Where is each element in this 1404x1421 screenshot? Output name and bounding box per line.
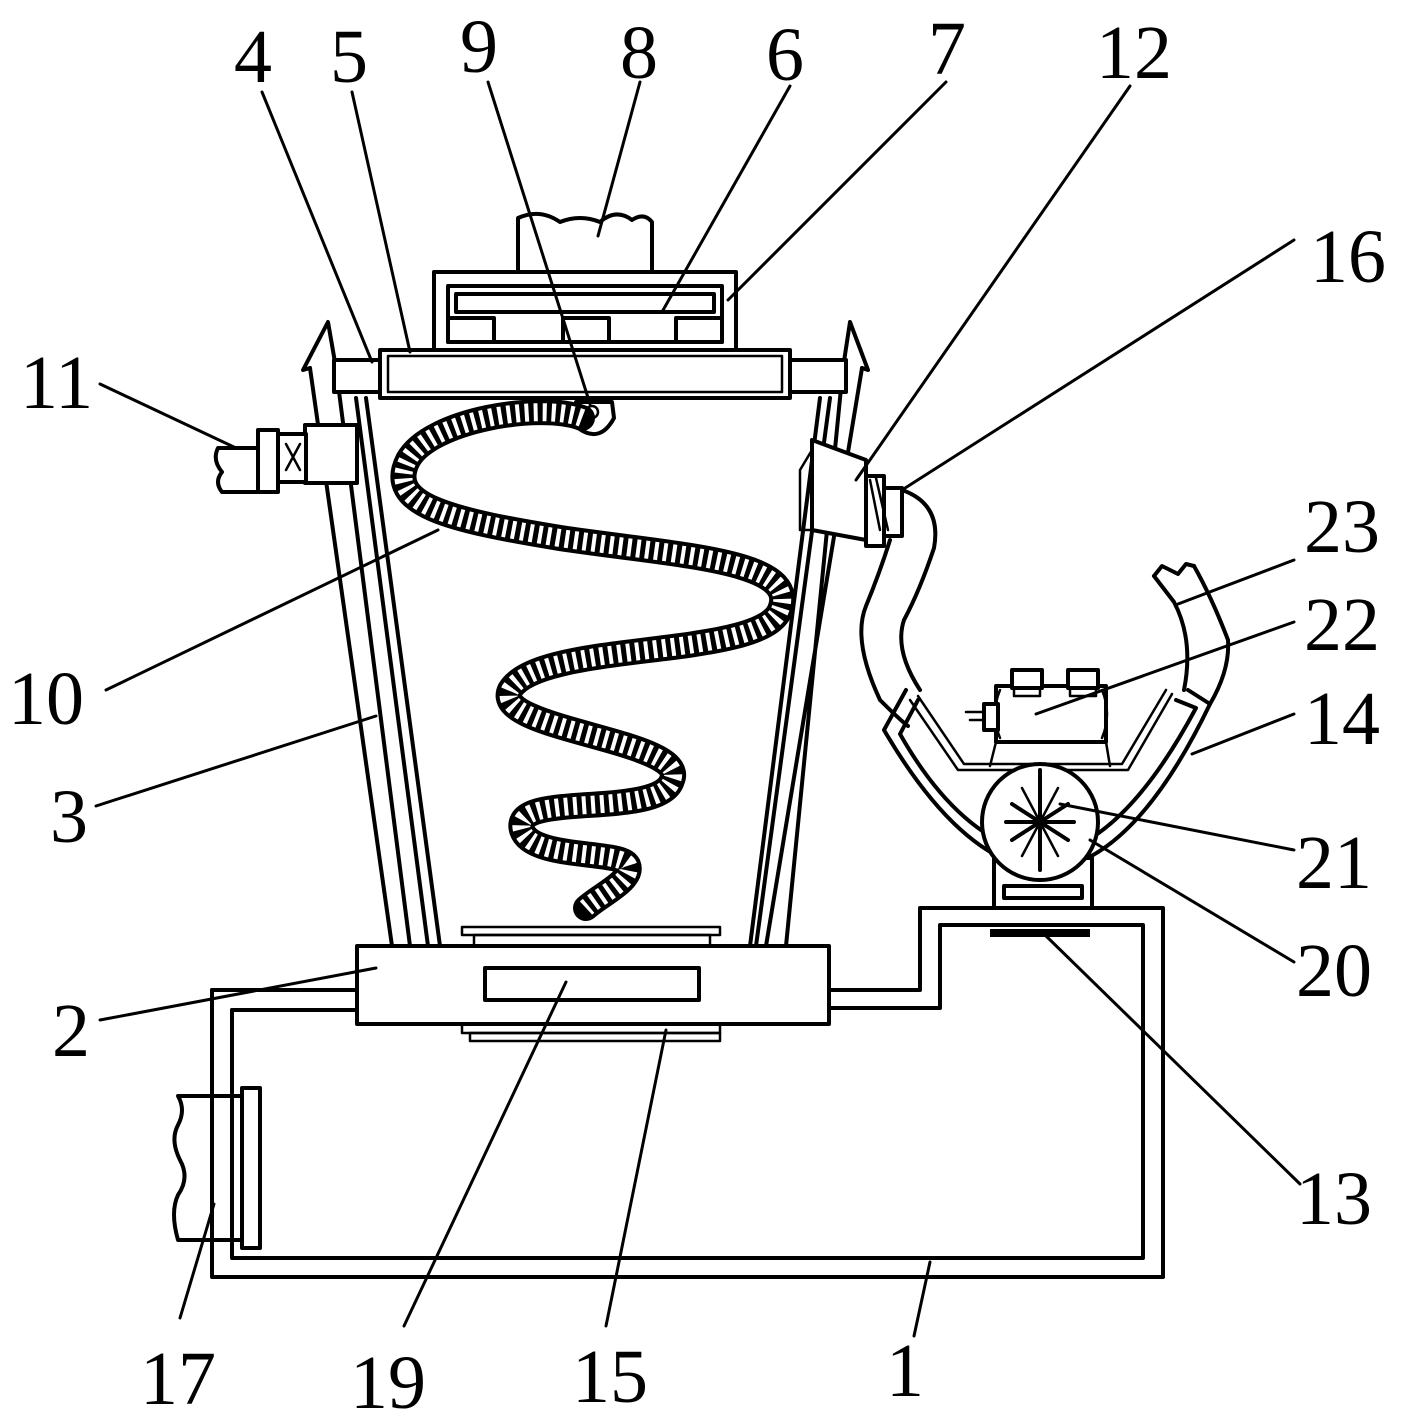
label-4: 4 <box>234 15 272 99</box>
leader-1 <box>912 1260 932 1338</box>
label-7: 7 <box>928 7 966 91</box>
label-13: 13 <box>1296 1157 1372 1241</box>
lid <box>332 348 848 400</box>
leader-5 <box>350 90 412 354</box>
leader-23 <box>1176 558 1296 606</box>
label-2: 2 <box>52 989 90 1073</box>
leader-9 <box>486 80 592 406</box>
leader-12 <box>854 84 1132 482</box>
filter-strip <box>990 929 1090 937</box>
leader-20 <box>1088 838 1296 964</box>
label-5: 5 <box>330 15 368 99</box>
roller-wheel <box>980 762 1100 910</box>
upper-pipe <box>1152 562 1231 706</box>
leader-14 <box>1190 712 1296 756</box>
label-11: 11 <box>20 341 93 425</box>
leader-11 <box>98 382 238 450</box>
leader-7 <box>726 80 948 302</box>
base-tank <box>210 906 1165 1279</box>
leader-19 <box>402 980 568 1328</box>
motor-housing <box>432 211 738 352</box>
label-16: 16 <box>1310 215 1386 299</box>
leader-10 <box>104 528 440 692</box>
leader-17 <box>178 1202 216 1320</box>
label-15: 15 <box>572 1335 648 1419</box>
leader-2 <box>98 966 378 1022</box>
label-21: 21 <box>1296 821 1372 905</box>
leader-13 <box>1042 932 1302 1186</box>
leader-6 <box>660 84 792 314</box>
label-10: 10 <box>8 657 84 741</box>
label-3: 3 <box>50 775 88 859</box>
label-17: 17 <box>140 1337 216 1421</box>
label-14: 14 <box>1304 677 1380 761</box>
label-20: 20 <box>1296 929 1372 1013</box>
label-9: 9 <box>460 5 498 89</box>
leader-8 <box>596 80 642 238</box>
leader-22 <box>1034 620 1296 716</box>
label-12: 12 <box>1096 11 1172 95</box>
inlet-fitting <box>213 423 359 494</box>
label-23: 23 <box>1304 485 1380 569</box>
spiral-spring <box>390 399 796 921</box>
part-labels: 4 5 9 8 6 7 12 16 11 10 3 23 22 14 21 20… <box>8 5 1386 1421</box>
outlet-pipe <box>172 1086 262 1250</box>
leader-4 <box>260 90 374 364</box>
leader-15 <box>604 1028 668 1328</box>
label-19: 19 <box>350 1341 426 1421</box>
label-1: 1 <box>886 1329 924 1413</box>
leader-lines <box>94 80 1302 1338</box>
label-8: 8 <box>620 11 658 95</box>
label-22: 22 <box>1304 583 1380 667</box>
label-6: 6 <box>766 13 804 97</box>
leader-3 <box>94 714 378 808</box>
base-seat <box>355 925 831 1043</box>
leader-21 <box>1058 802 1296 852</box>
leader-16 <box>900 238 1296 492</box>
small-motor <box>964 668 1112 768</box>
